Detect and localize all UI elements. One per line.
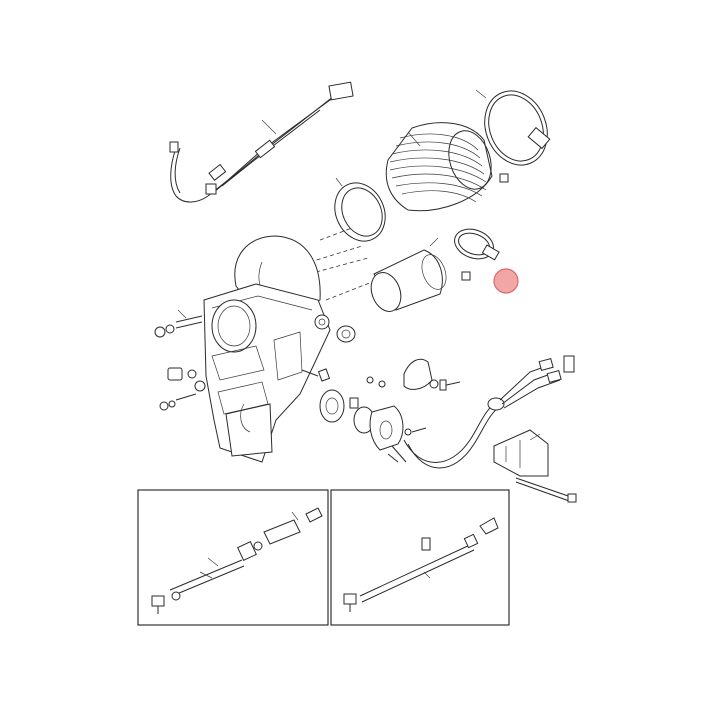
water-fitting	[159, 367, 206, 411]
trim-sender-cable	[403, 355, 575, 469]
stud-bolt	[154, 309, 203, 338]
harness-bracket	[493, 429, 549, 477]
highlight-marker	[493, 268, 519, 294]
sender-bracket	[403, 358, 461, 391]
bellows-clamp-small	[454, 228, 500, 261]
bushing	[336, 325, 356, 343]
inset-panel-left	[137, 489, 329, 626]
inset-panel-right	[330, 489, 510, 626]
wiring-harness	[169, 81, 354, 203]
exhaust-tube	[370, 237, 471, 312]
assembly-guide-lines	[309, 227, 373, 301]
gimbal-housing	[203, 235, 331, 463]
bellows-ring	[334, 177, 386, 242]
trim-sender-assembly	[301, 368, 427, 463]
cable-tie	[515, 477, 577, 503]
exhaust-bellows	[385, 122, 509, 212]
bellows-clamp-large	[475, 89, 551, 166]
